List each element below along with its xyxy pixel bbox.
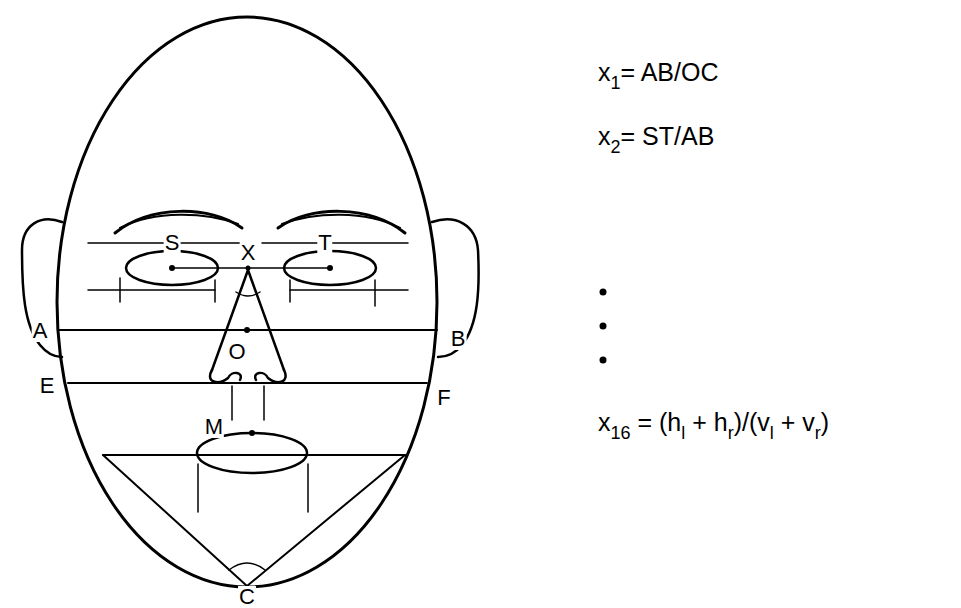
point-label: A bbox=[32, 320, 49, 342]
mouth bbox=[197, 433, 307, 473]
point-label: B bbox=[450, 328, 467, 350]
guide-line bbox=[262, 242, 408, 244]
point-label: C bbox=[238, 586, 256, 608]
point bbox=[327, 265, 333, 271]
formula: x16 = (hl + hr)/(vl + vr) bbox=[598, 410, 829, 435]
st-line bbox=[172, 267, 330, 269]
formula-text: = (h bbox=[631, 410, 682, 435]
formula-text: = AB/OC bbox=[621, 60, 719, 85]
right-eyebrow bbox=[278, 211, 405, 233]
subscript: r bbox=[815, 424, 821, 442]
formula: x1= AB/OC bbox=[598, 60, 718, 85]
point bbox=[249, 430, 255, 436]
point bbox=[169, 265, 175, 271]
point-label: M bbox=[204, 416, 224, 438]
subscript: 16 bbox=[611, 424, 631, 442]
left-eyebrow bbox=[120, 215, 238, 228]
point-label: S bbox=[164, 232, 181, 254]
formula: x2= ST/AB bbox=[598, 124, 714, 149]
tick bbox=[374, 280, 376, 306]
left-eyebrow bbox=[115, 211, 242, 233]
nose bbox=[212, 270, 284, 370]
formula-text: + h bbox=[685, 410, 727, 435]
guide-line bbox=[263, 386, 265, 420]
head-outline bbox=[57, 17, 437, 587]
nostrils bbox=[210, 370, 286, 382]
formula-text: + v bbox=[774, 410, 815, 435]
guide-line bbox=[197, 464, 199, 512]
tick bbox=[289, 280, 291, 302]
formula-text: )/(v bbox=[734, 410, 770, 435]
jaw-line bbox=[103, 455, 247, 586]
angle-mark bbox=[236, 292, 260, 296]
right-ear bbox=[432, 219, 479, 357]
tick bbox=[119, 278, 121, 302]
ellipsis-dot bbox=[600, 323, 607, 330]
point-label: F bbox=[436, 387, 451, 409]
ellipsis-dot bbox=[600, 289, 607, 296]
subscript: l bbox=[770, 424, 774, 442]
point bbox=[244, 327, 250, 333]
jaw-line bbox=[247, 455, 405, 586]
point bbox=[246, 266, 251, 271]
point-label: E bbox=[39, 375, 56, 397]
guide-line bbox=[290, 289, 408, 291]
guide-line bbox=[307, 464, 309, 512]
chin-line bbox=[103, 454, 405, 456]
formula-text: x bbox=[598, 124, 611, 149]
point-label: T bbox=[317, 232, 332, 254]
tick bbox=[214, 280, 216, 302]
ef-line bbox=[68, 382, 427, 384]
angle-mark bbox=[229, 563, 265, 570]
right-eyebrow bbox=[282, 215, 400, 228]
formula-text: ) bbox=[821, 410, 829, 435]
guide-line bbox=[88, 289, 215, 291]
formula-text: x bbox=[598, 410, 611, 435]
formula-text: = ST/AB bbox=[621, 124, 715, 149]
subscript: l bbox=[681, 424, 685, 442]
subscript: 2 bbox=[611, 138, 621, 156]
point-label: O bbox=[227, 341, 246, 363]
subscript: r bbox=[728, 424, 734, 442]
guide-line bbox=[231, 386, 233, 420]
ellipsis-dot bbox=[600, 357, 607, 364]
subscript: 1 bbox=[611, 74, 621, 92]
left-ear bbox=[22, 219, 62, 357]
formula-text: x bbox=[598, 60, 611, 85]
point-label: X bbox=[240, 242, 257, 264]
